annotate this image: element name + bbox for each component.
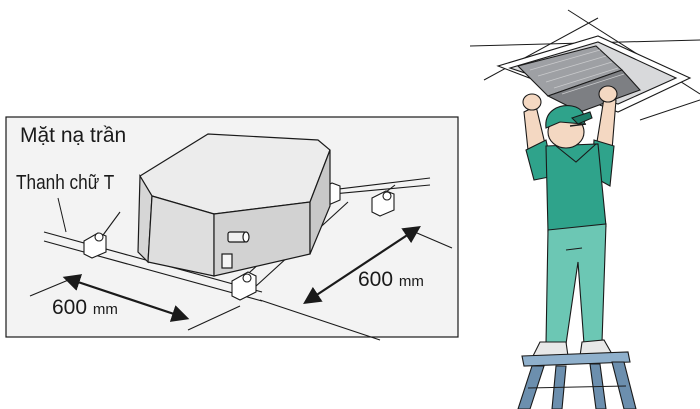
- width-dimension-label: 600 mm: [52, 296, 118, 320]
- hanger-bracket-front: [231, 271, 257, 301]
- worker-figure: [522, 85, 618, 359]
- depth-unit: mm: [398, 273, 424, 290]
- step-ladder: [517, 351, 637, 409]
- hanger-bracket-left: [83, 232, 107, 259]
- width-unit: mm: [92, 301, 118, 318]
- depth-value: 600: [358, 268, 394, 291]
- leader-line-icon: [57, 197, 67, 233]
- ceiling-cassette-panel: [496, 35, 692, 113]
- double-arrow-icon: [62, 226, 421, 322]
- ceiling-panel-label: Mặt nạ trần: [20, 124, 127, 147]
- t-bar-label: Thanh chữ T: [16, 172, 115, 194]
- hanger-bracket-right: [371, 190, 395, 217]
- cassette-unit: [137, 133, 331, 277]
- width-value: 600: [52, 296, 88, 319]
- depth-dimension-label: 600 mm: [358, 268, 424, 292]
